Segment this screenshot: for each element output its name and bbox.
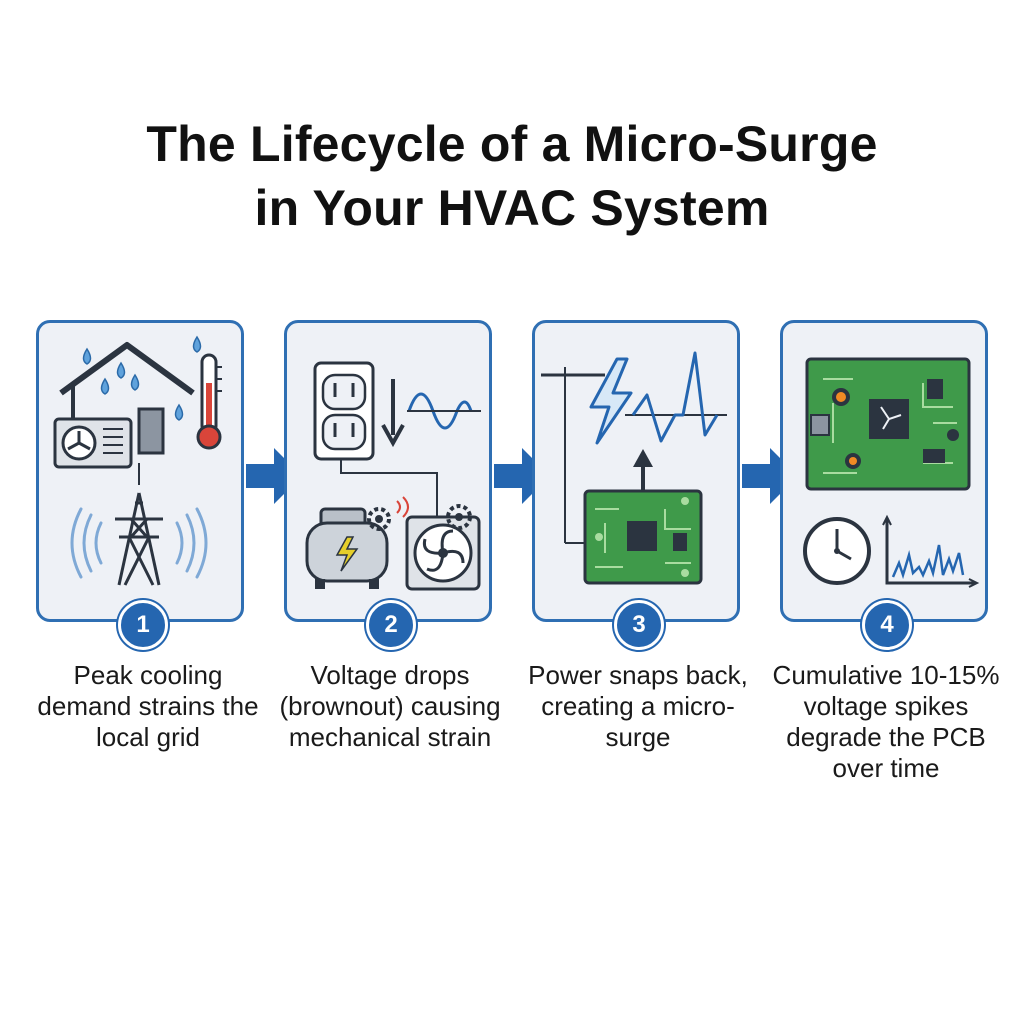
step-3-badge: 3 [614, 600, 664, 650]
fan-icon [405, 515, 481, 591]
step-2-caption: Voltage drops (brownout) causing mechani… [279, 660, 501, 752]
step-1-badge: 1 [118, 600, 168, 650]
lightning-icon [589, 357, 633, 445]
spike-chart-icon [882, 514, 980, 588]
circuit-board-icon [583, 489, 703, 585]
step-2-panel [284, 320, 492, 622]
down-arrow-icon [381, 379, 405, 448]
spike-wave-icon [625, 351, 727, 443]
house-icon [59, 342, 195, 455]
damaged-circuit-board-icon [805, 357, 971, 491]
thermometer-icon [196, 353, 222, 450]
power-tower-icon [115, 492, 163, 586]
signal-waves-icon [70, 507, 208, 579]
step-3-caption: Power snaps back, creating a micro-surge [528, 660, 748, 752]
power-line-icon [541, 367, 605, 544]
step-1-panel [36, 320, 244, 622]
ac-unit-icon [53, 417, 133, 469]
compressor-icon [305, 507, 389, 589]
page-title: The Lifecycle of a Micro-Surge in Your H… [0, 112, 1024, 240]
title-line-2: in Your HVAC System [254, 180, 770, 236]
step-3-panel [532, 320, 740, 622]
gear-icon [446, 504, 472, 530]
step-4-badge: 4 [862, 600, 912, 650]
sine-wave-icon [407, 392, 481, 430]
step-4-caption: Cumulative 10-15% voltage spikes degrade… [772, 660, 1000, 783]
step-2-badge: 2 [366, 600, 416, 650]
step-4-panel [780, 320, 988, 622]
clock-icon [803, 517, 871, 585]
title-line-1: The Lifecycle of a Micro-Surge [146, 116, 878, 172]
rain-drop-icon [82, 335, 202, 421]
outlet-icon [313, 361, 375, 461]
gear-icon [367, 507, 391, 531]
step-1-caption: Peak cooling demand strains the local gr… [37, 660, 259, 752]
up-arrow-icon [633, 449, 653, 491]
